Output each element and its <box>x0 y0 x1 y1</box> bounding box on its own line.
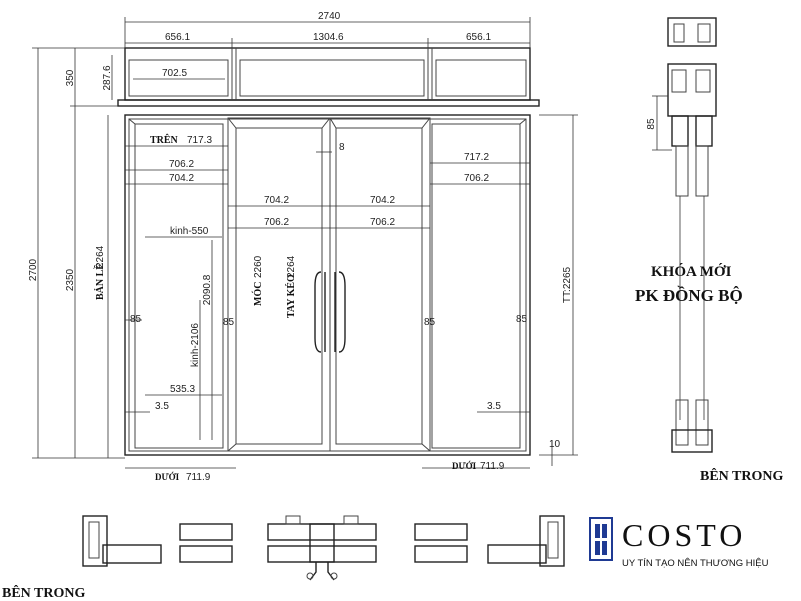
dim-kinh-2106: kinh-2106 <box>190 323 201 367</box>
dim-top-right: 656.1 <box>466 32 491 43</box>
bottom-profile-strip: BÊN TRONG <box>2 515 565 601</box>
label-ben-trong-left: BÊN TRONG <box>2 584 85 601</box>
dim-85-d: 85 <box>516 314 528 325</box>
label-duoi-left: DƯỚI <box>155 472 180 482</box>
logo-tagline: UY TÍN TẠO NÊN THƯƠNG HIỆU <box>622 558 769 569</box>
dim-c-7042b: 704.2 <box>370 195 395 206</box>
side-profile-section: 85 KHÓA MỚI PK ĐỒNG BỘ BÊN TRONG <box>635 17 783 484</box>
outer-frame <box>117 47 540 456</box>
label-tay-keo: TAY KÉO <box>285 274 297 318</box>
label-pk-dong-bo: PK ĐỒNG BỘ <box>635 285 743 305</box>
dim-35-left: 3.5 <box>155 401 169 412</box>
dim-kinh-550: kinh-550 <box>170 226 209 237</box>
dim-tay-keo-val: 2264 <box>286 255 297 278</box>
logo-name: COSTO <box>622 517 746 553</box>
dim-8: 8 <box>339 142 345 153</box>
dim-l-7062: 706.2 <box>169 159 194 170</box>
dim-tren-val: 717.3 <box>187 135 212 146</box>
center-dimensions: 704.2 704.2 706.2 706.2 8 85 85 MÓC 2260… <box>223 142 436 328</box>
dim-top-mid: 1304.6 <box>313 32 344 43</box>
left-dimensions: 2700 350 2350 287.6 <box>28 47 125 459</box>
dim-door-height: 2350 <box>65 268 76 291</box>
dim-85-c: 85 <box>424 317 436 328</box>
dim-total-width: 2740 <box>318 11 341 22</box>
label-ban-le: BẢN LỀ <box>93 263 106 300</box>
logo-door-icon <box>589 517 613 561</box>
dim-c-7062a: 706.2 <box>264 217 289 228</box>
label-khoa-moi: KHÓA MỚI <box>651 263 732 280</box>
dim-35-right: 3.5 <box>487 401 501 412</box>
right-panel-dimensions: 717.2 706.2 3.5 85 TT:2265 10 DƯỚI 711.9 <box>422 114 578 472</box>
dim-side-85: 85 <box>646 118 657 130</box>
dim-moc-val: 2260 <box>253 255 264 278</box>
costo-logo: COSTO UY TÍN TẠO NÊN THƯƠNG HIỆU <box>589 517 769 569</box>
label-moc: MÓC <box>252 282 264 306</box>
dim-duoi-right-val: 711.9 <box>480 461 505 472</box>
dim-duoi-left-val: 711.9 <box>186 472 211 483</box>
dim-transom-inner: 287.6 <box>102 65 113 90</box>
dim-ban-le-val: 2264 <box>95 245 106 268</box>
dim-85-a: 85 <box>130 314 142 325</box>
dim-5353: 535.3 <box>170 384 195 395</box>
dim-tt: TT:2265 <box>562 266 573 303</box>
label-duoi-right: DƯỚI <box>452 461 477 471</box>
top-dimensions: 2740 656.1 1304.6 656.1 702.5 <box>124 11 531 80</box>
dim-top-left: 656.1 <box>165 32 190 43</box>
label-ben-trong-right: BÊN TRONG <box>700 467 783 484</box>
label-tren: TRÊN <box>150 134 179 146</box>
dim-r-7172: 717.2 <box>464 152 489 163</box>
dim-c-7042a: 704.2 <box>264 195 289 206</box>
dim-85-b: 85 <box>223 317 235 328</box>
dim-transom-glass: 702.5 <box>162 68 187 79</box>
dim-10: 10 <box>549 439 561 450</box>
left-panel-dimensions: TRÊN 717.3 706.2 704.2 kinh-550 2090.8 k… <box>93 134 236 483</box>
dim-transom-h: 350 <box>65 69 76 86</box>
dim-r-7062: 706.2 <box>464 173 489 184</box>
dim-h-20908: 2090.8 <box>202 274 213 305</box>
dim-total-height: 2700 <box>28 258 39 281</box>
dim-c-7062b: 706.2 <box>370 217 395 228</box>
dim-l-7042: 704.2 <box>169 173 194 184</box>
